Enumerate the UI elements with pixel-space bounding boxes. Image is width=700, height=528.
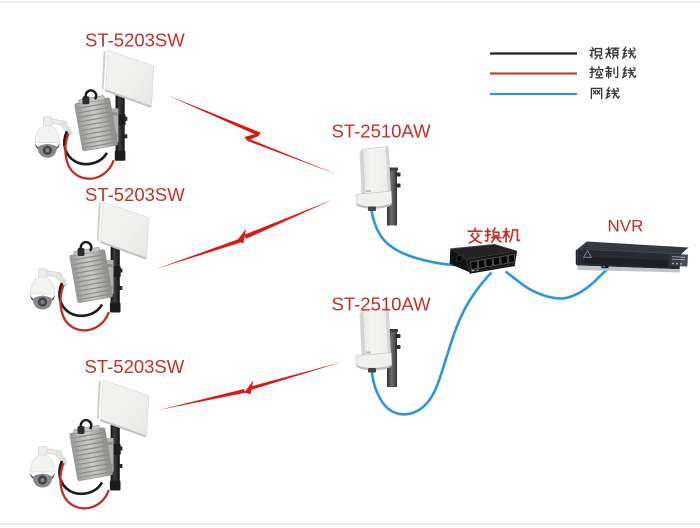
svg-text:ST-2510AW: ST-2510AW: [332, 294, 432, 315]
svg-text:ST-5203SW: ST-5203SW: [85, 356, 185, 377]
svg-text:ST-2510AW: ST-2510AW: [332, 121, 432, 142]
svg-text:ST-5203SW: ST-5203SW: [85, 30, 185, 51]
svg-text:ST-5203SW: ST-5203SW: [85, 184, 185, 205]
svg-text:NVR: NVR: [608, 217, 644, 236]
